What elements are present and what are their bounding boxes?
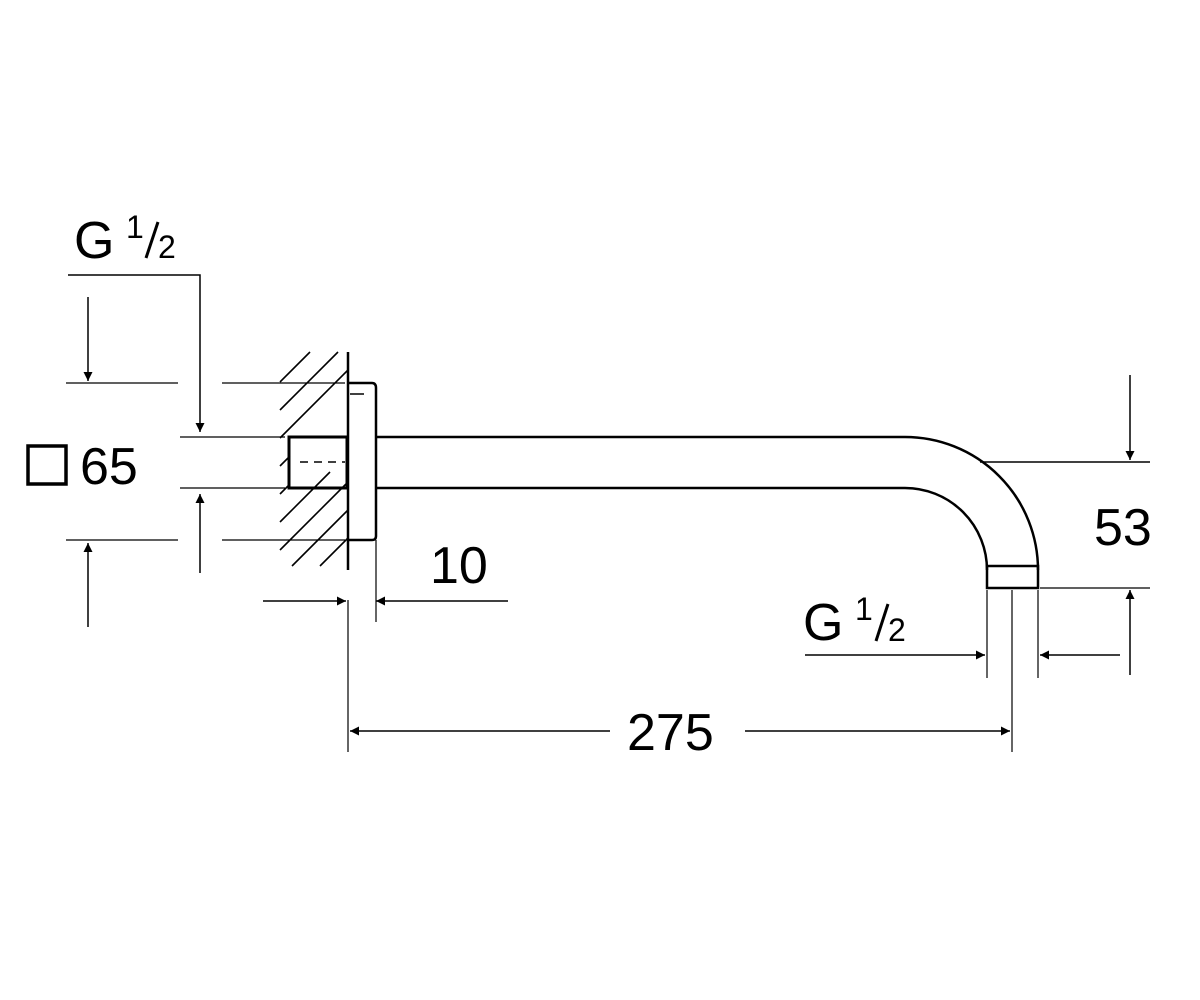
outlet-thread-dimension: G 1 2 (803, 590, 1120, 678)
top-thread-dimension: G 1 2 (68, 209, 285, 573)
flange-size-label: 65 (80, 438, 138, 496)
drop-dimension: 53 (1040, 375, 1152, 675)
top-thread-denominator: 2 (158, 229, 176, 265)
square-icon (26, 444, 68, 486)
wall-hatching (279, 351, 349, 567)
wall-offset-dimension: 10 (263, 537, 508, 622)
shower-arm (376, 435, 1150, 590)
outlet-thread-g-label: G (803, 594, 843, 652)
outlet-thread-fitting (985, 564, 1040, 590)
wall-offset-label: 10 (430, 537, 488, 595)
wall-flange (348, 381, 378, 542)
outlet-thread-numerator: 1 (855, 591, 873, 627)
outlet-thread-denominator: 2 (888, 612, 906, 648)
drop-label: 53 (1094, 499, 1152, 557)
arm-length-dimension: 275 (347, 590, 1013, 762)
top-thread-numerator: 1 (126, 209, 144, 245)
wall-connection-fitting (287, 435, 349, 490)
arm-length-label: 275 (627, 704, 714, 762)
wall-section (279, 351, 350, 570)
flange-size-dimension: 65 (26, 297, 345, 627)
top-thread-g-label: G (74, 212, 114, 270)
